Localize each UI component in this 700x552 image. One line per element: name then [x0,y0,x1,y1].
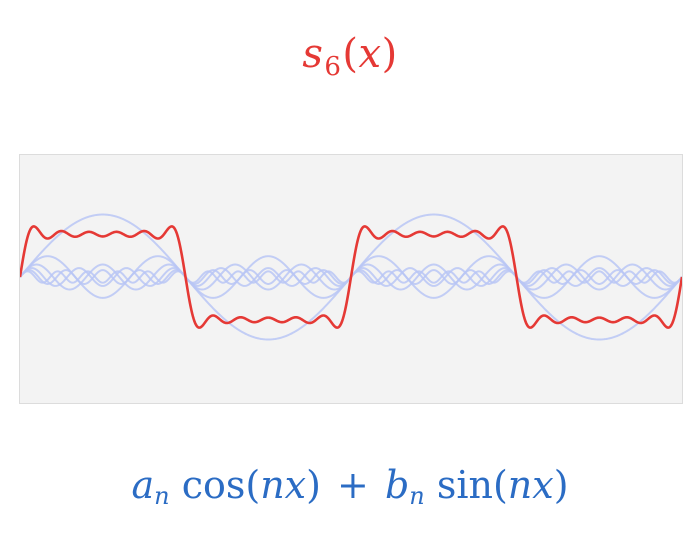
cos-function: cos( [181,463,261,507]
partial-sum-symbol: s [302,31,324,77]
sin-argument: nx [507,463,554,507]
coefficient-b-index: n [409,482,425,510]
fourier-plot [19,154,683,404]
partial-sum-argument: x [358,31,382,77]
open-paren: ( [342,31,359,77]
fourier-term-formula: an cos(nx) + bn sin(nx) [0,466,700,508]
close-paren: ) [381,31,398,77]
coefficient-b: b [384,463,410,507]
fourier-plot-svg [20,213,682,341]
sin-close-paren: ) [553,463,569,507]
cos-close-paren: ) [306,463,321,507]
partial-sum-curve [20,225,682,329]
coefficient-a-index: n [154,482,170,510]
partial-sum-index: 6 [324,52,342,82]
coefficient-a: a [131,463,155,507]
cos-argument: nx [260,463,307,507]
sin-function: sin( [436,463,508,507]
plus-sign: + [337,463,369,507]
partial-sum-label: s6(x) [0,34,700,80]
partial-sum-curve-group [20,225,682,329]
